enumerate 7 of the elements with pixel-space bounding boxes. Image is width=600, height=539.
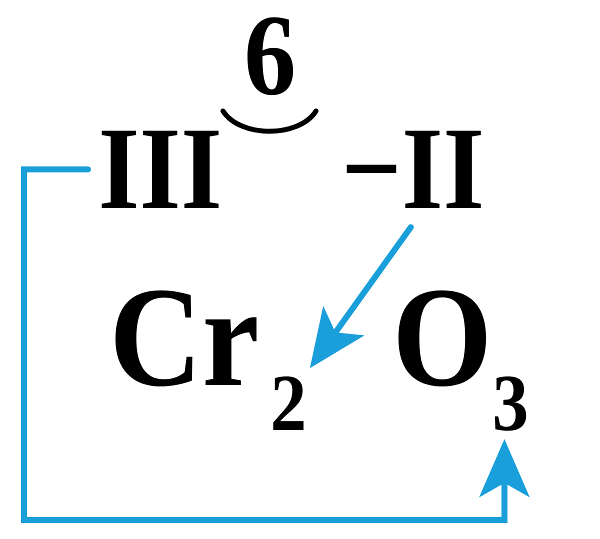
roman-numeral: −II [346,130,481,208]
subscript-number: 2 [273,376,304,430]
element-symbol: Cr [116,290,256,386]
element-symbol: O [398,290,486,386]
number: 6 [247,17,294,96]
roman-numeral: III [102,130,219,208]
subscript-number: 3 [494,376,526,431]
